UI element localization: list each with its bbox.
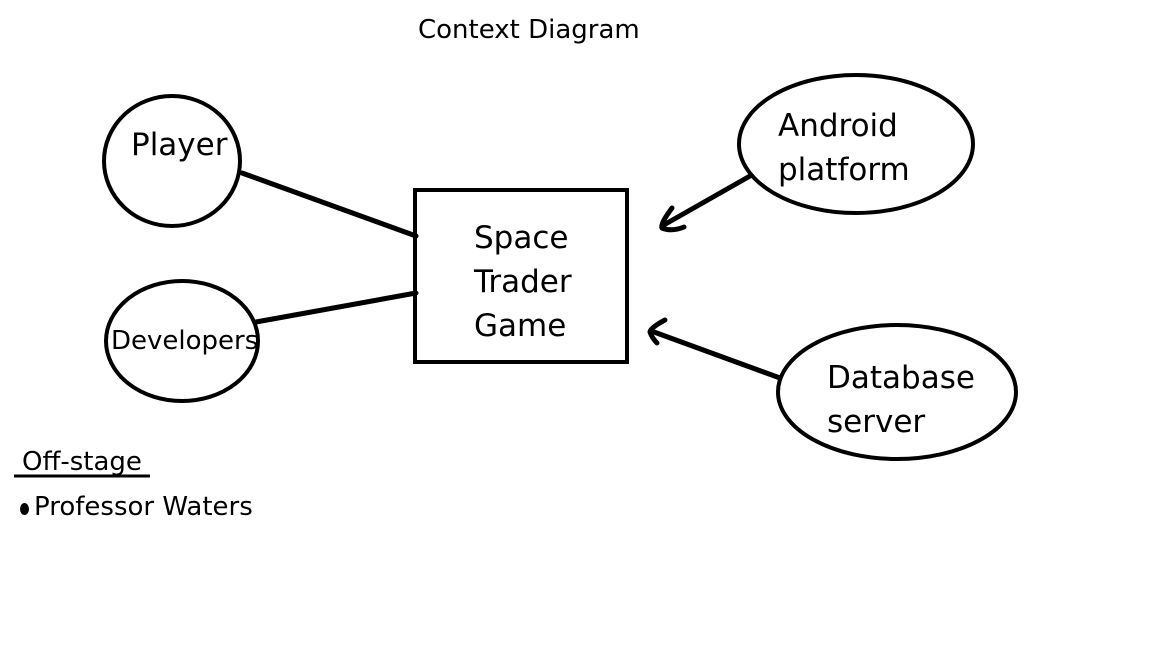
entity-android-label-line2: platform (778, 152, 910, 188)
entity-android-ellipse (737, 73, 975, 215)
bullet-icon (20, 503, 29, 515)
entity-player-label: Player (131, 127, 228, 163)
connector-database-to-game (651, 329, 783, 381)
process-box (413, 188, 629, 364)
arrowhead-database (647, 317, 668, 346)
entity-database-label: Database server (827, 356, 975, 444)
arrowhead-android (659, 205, 687, 233)
entity-database-label-line2: server (827, 404, 926, 440)
process-label: Space Trader Game (474, 216, 572, 348)
entity-database-ellipse (776, 323, 1018, 461)
process-label-line2: Trader (474, 264, 572, 300)
entity-database-label-line1: Database (827, 360, 975, 396)
process-label-line1: Space (474, 220, 569, 256)
entity-developers-ellipse (104, 279, 260, 403)
connector-player-to-game (239, 170, 419, 239)
diagram-title: Context Diagram (418, 15, 640, 45)
offstage-item: Professor Waters (34, 492, 253, 522)
connector-android-to-game (659, 173, 753, 229)
entity-android-label: Android platform (778, 104, 910, 192)
offstage-heading: Off-stage (22, 447, 142, 477)
connector-developers-to-game (253, 290, 419, 325)
entity-player-ellipse (102, 94, 242, 228)
entity-developers-label: Developers (111, 326, 259, 356)
entity-android-label-line1: Android (778, 108, 898, 144)
process-label-line3: Game (474, 308, 567, 344)
